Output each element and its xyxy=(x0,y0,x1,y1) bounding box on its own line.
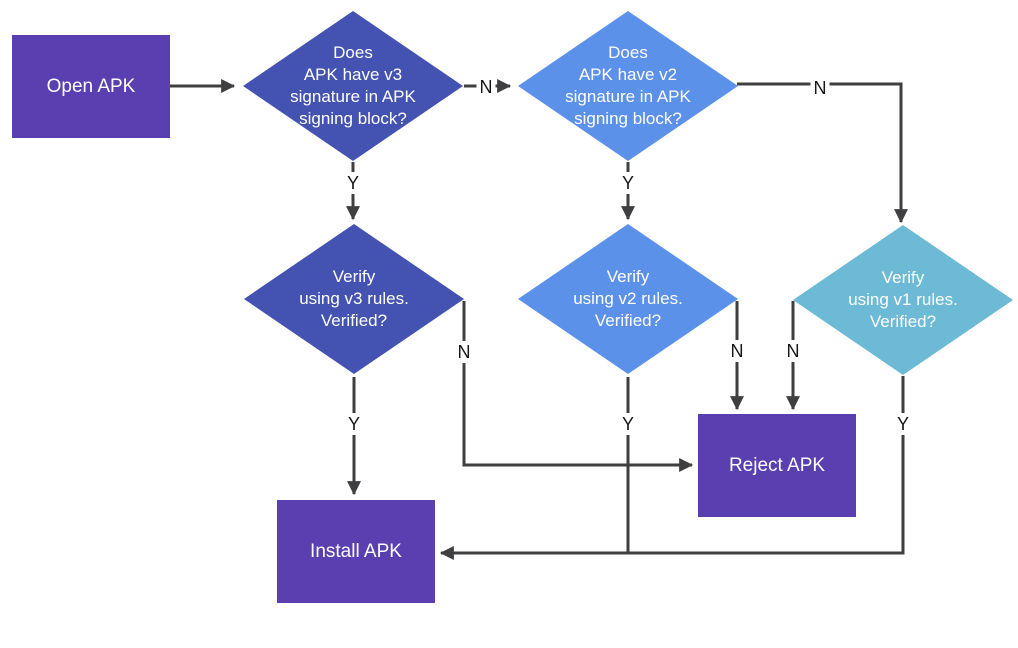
edge-label-verify-v2-no: N xyxy=(727,340,747,362)
edge-label-has-v2-no: N xyxy=(810,77,830,99)
node-reject-apk: Reject APK xyxy=(698,414,856,517)
node-open-apk-label: Open APK xyxy=(46,75,136,97)
node-decision-has-v2-label: Does APK have v2 signature in APK signin… xyxy=(565,43,691,128)
node-decision-has-v3-label: Does APK have v3 signature in APK signin… xyxy=(290,43,416,128)
node-reject-apk-label: Reject APK xyxy=(728,454,826,476)
node-decision-verify-v3-label: Verify using v3 rules. Verified? xyxy=(299,267,409,330)
node-install-apk: Install APK xyxy=(277,500,435,603)
edge-label-has-v3-yes: Y xyxy=(343,172,363,194)
node-install-apk-label: Install APK xyxy=(310,540,402,562)
node-decision-verify-v2-label: Verify using v2 rules. Verified? xyxy=(573,267,683,330)
node-decision-verify-v1-label: Verify using v1 rules. Verified? xyxy=(848,268,958,331)
edge-has-v2-to-verify-v1 xyxy=(737,82,908,224)
edge-label-verify-v3-no: N xyxy=(454,341,474,363)
edge-label-verify-v2-yes: Y xyxy=(618,413,638,435)
edge-label-has-v3-no: N xyxy=(476,76,496,98)
edge-label-verify-v3-yes: Y xyxy=(344,413,364,435)
node-open-apk: Open APK xyxy=(12,35,170,138)
edge-verify-v1-to-install xyxy=(439,376,905,560)
edge-label-verify-v1-no: N xyxy=(783,340,803,362)
edge-label-has-v2-yes: Y xyxy=(618,172,638,194)
edge-label-verify-v1-yes: Y xyxy=(893,413,913,435)
